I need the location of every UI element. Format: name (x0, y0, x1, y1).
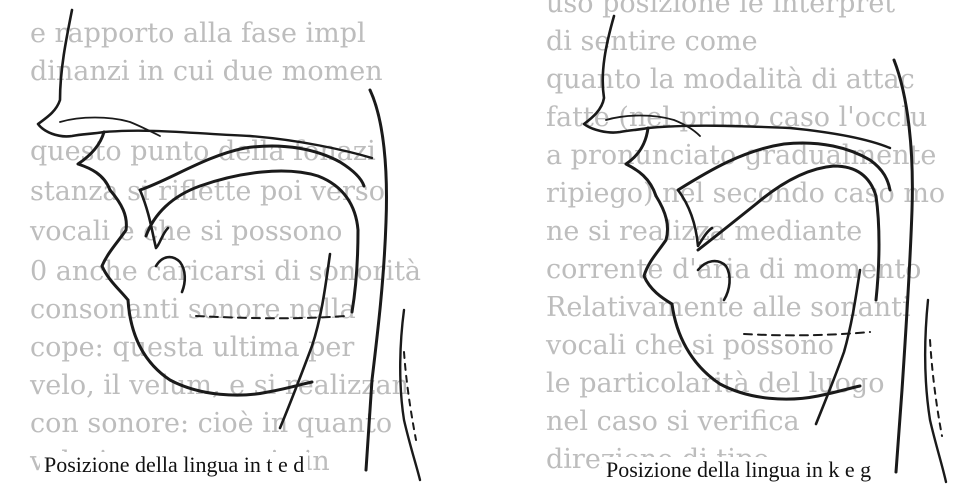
bleed-line: cope: questa ultima per (30, 332, 354, 363)
bleed-line: vocali e che si possono (29, 216, 342, 247)
bleed-line: fatte (nel primo caso l'occlu (546, 102, 927, 133)
bleed-line: quanto la modalità di attac (546, 64, 915, 95)
figure-k-g: uso posizione le interpret di sentire co… (530, 0, 972, 490)
figure-caption: Posizione della lingua in k e g (602, 457, 875, 483)
bleed-line: stanza si riflette poi verso (30, 176, 385, 207)
bleed-line: consonanti sonore nella (30, 294, 356, 325)
bleed-through-text: e rapporto alla fase impl dinanzi in cui… (29, 18, 421, 477)
bleed-line: dinanzi in cui due momen (30, 56, 383, 87)
bleed-line: uso posizione le interpret (546, 0, 895, 19)
bleed-line: ripiego) nel secondo caso mo (546, 178, 945, 209)
figure-t-d: e rapporto alla fase impl dinanzi in cui… (0, 0, 470, 490)
larynx-dashed (930, 340, 942, 436)
bleed-line: ne si realizza mediante (546, 216, 862, 247)
lower-lip (644, 196, 672, 304)
nasal-cavity-lower-line (60, 118, 160, 137)
bleed-line: nel caso si verifica (546, 406, 800, 437)
bleed-line: con sonore: cioè in quanto (30, 408, 392, 439)
sagittal-section-k-g: uso posizione le interpret di sentire co… (530, 0, 972, 490)
bleed-line: corrente d'aria di momento (546, 254, 921, 285)
bleed-line: le particolarità del luogo (546, 368, 884, 399)
bleed-line: velo, il velum, e si realizzan (29, 370, 409, 401)
bleed-through-text: uso posizione le interpret di sentire co… (545, 0, 945, 475)
bleed-line: 0 anche caricarsi di sonorità (30, 256, 421, 287)
figure-caption: Posizione della lingua in t e d (40, 452, 308, 478)
bleed-line: e rapporto alla fase impl (30, 18, 366, 49)
sagittal-section-t-d: e rapporto alla fase impl dinanzi in cui… (0, 0, 470, 490)
bleed-line: di sentire come (546, 26, 758, 57)
